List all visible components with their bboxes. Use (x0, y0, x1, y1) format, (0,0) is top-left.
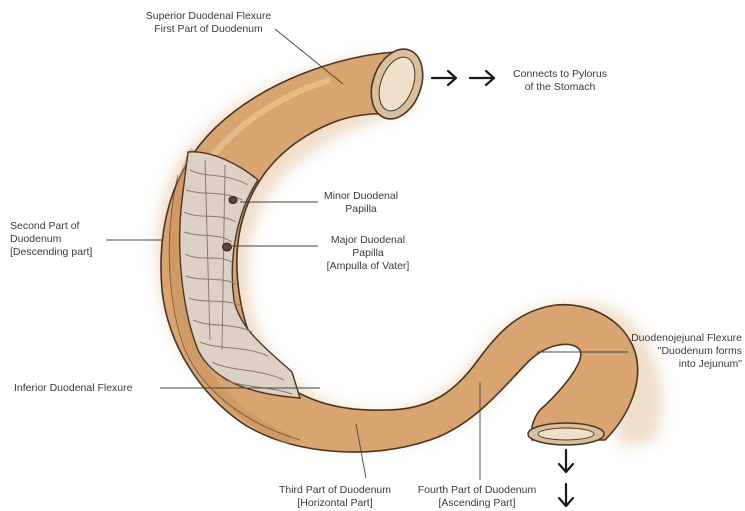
label-third-part: Third Part of Duodenum [Horizontal Part] (270, 484, 400, 510)
pylorus-line1: Connects to Pylorus (505, 68, 615, 81)
second-part-line2: Duodenum (10, 233, 92, 246)
label-inferior-duodenal-flexure: Inferior Duodenal Flexure (14, 382, 132, 395)
major-papilla-line3: [Ampulla of Vater] (318, 260, 418, 273)
minor-papilla-line1: Minor Duodenal (318, 190, 404, 203)
minor-papilla-line2: Papilla (318, 203, 404, 216)
duodenojejunal-line3: into Jejunum" (620, 358, 742, 371)
minor-papilla-dot (229, 197, 237, 204)
label-major-duodenal-papilla: Major Duodenal Papilla [Ampulla of Vater… (318, 234, 418, 273)
arrow-down-icon (559, 484, 573, 506)
pylorus-line2: of the Stomach (505, 81, 615, 94)
duodenojejunal-line2: "Duodenum forms (620, 345, 742, 358)
fourth-part-line1: Fourth Part of Duodenum (412, 484, 542, 497)
second-part-line3: [Descending part] (10, 246, 92, 259)
distal-opening (528, 423, 604, 445)
major-papilla-line1: Major Duodenal (318, 234, 418, 247)
arrow-right-icon (432, 71, 456, 85)
second-part-line1: Second Part of (10, 220, 92, 233)
arrow-right-icon (470, 71, 494, 85)
label-duodenojejunal-flexure: Duodenojejunal Flexure "Duodenum forms i… (620, 332, 742, 371)
superior-flexure-line1: Superior Duodenal Flexure (136, 10, 281, 23)
duodenojejunal-line1: Duodenojejunal Flexure (620, 332, 742, 345)
third-part-line1: Third Part of Duodenum (270, 484, 400, 497)
arrow-down-icon (559, 450, 573, 472)
third-part-line2: [Horizontal Part] (270, 497, 400, 510)
label-second-part: Second Part of Duodenum [Descending part… (10, 220, 92, 259)
label-minor-duodenal-papilla: Minor Duodenal Papilla (318, 190, 404, 216)
inferior-flexure-line1: Inferior Duodenal Flexure (14, 382, 132, 395)
label-fourth-part: Fourth Part of Duodenum [Ascending Part] (412, 484, 542, 510)
label-connects-to-pylorus: Connects to Pylorus of the Stomach (505, 68, 615, 94)
superior-flexure-line2: First Part of Duodenum (136, 23, 281, 36)
label-superior-duodenal-flexure: Superior Duodenal Flexure First Part of … (136, 10, 281, 36)
major-papilla-line2: Papilla (318, 247, 418, 260)
fourth-part-line2: [Ascending Part] (412, 497, 542, 510)
major-papilla-dot (223, 243, 232, 251)
